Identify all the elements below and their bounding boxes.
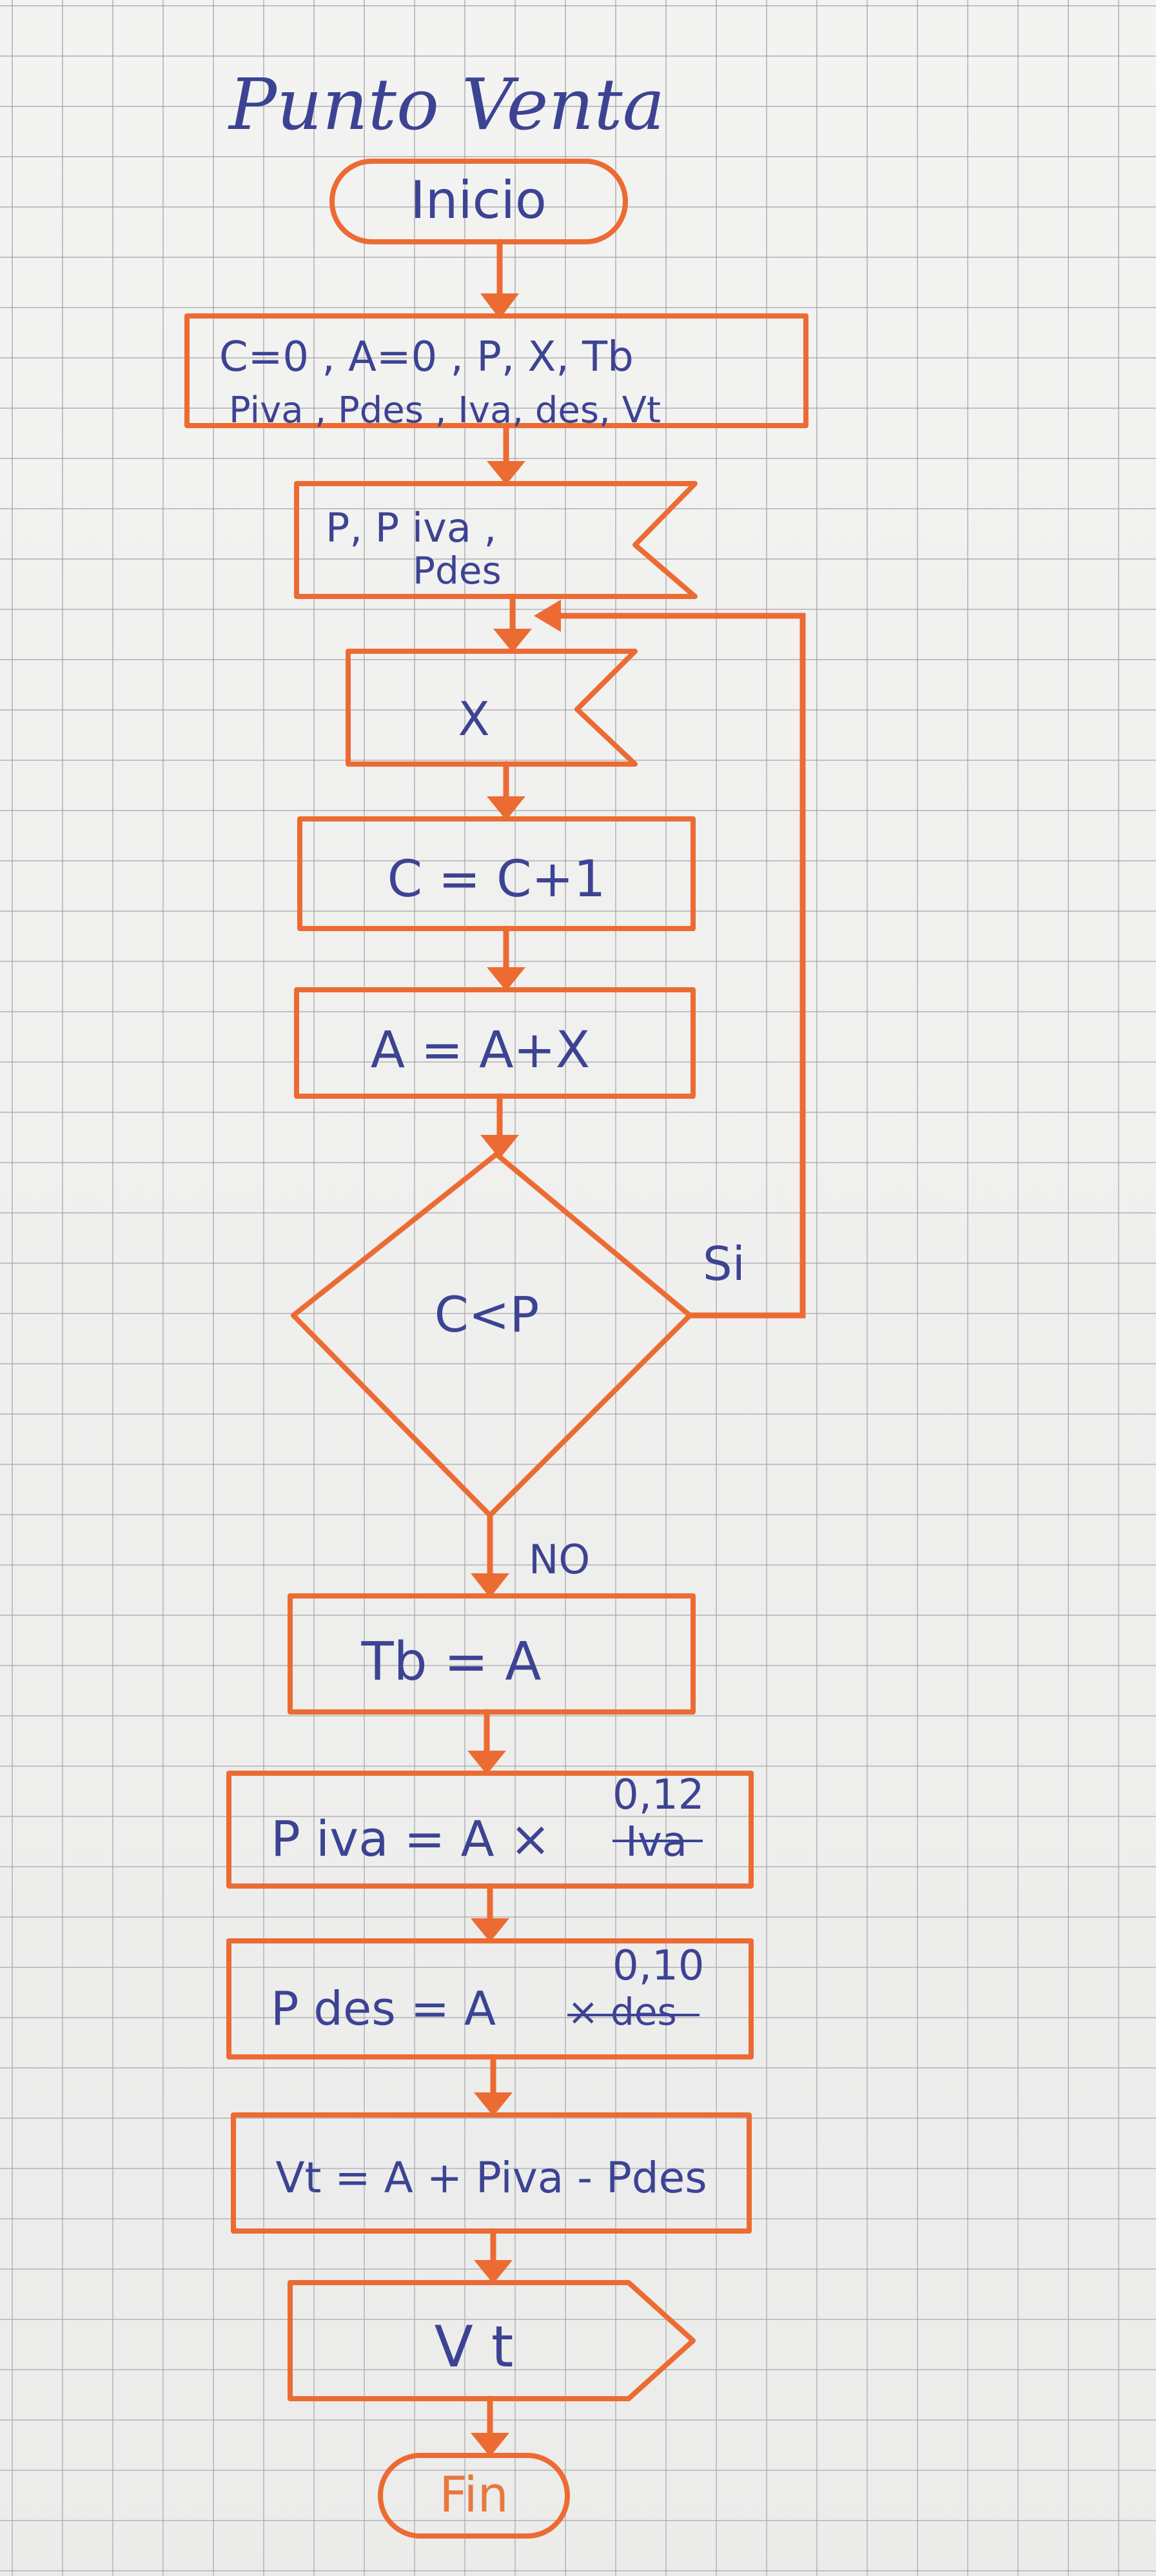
arrowhead-start-to-init bbox=[480, 293, 519, 319]
init-process[interactable] bbox=[184, 313, 808, 428]
arrowhead-init-to-input-p bbox=[487, 461, 525, 485]
tb-process[interactable] bbox=[288, 1593, 696, 1715]
init-line-2: Piva , Pdes , Iva, des, Vt bbox=[229, 389, 661, 431]
end-terminator[interactable] bbox=[378, 2453, 570, 2539]
arrowhead-output-to-end bbox=[471, 2433, 509, 2457]
init-line-1: C=0 , A=0 , P, X, Tb bbox=[219, 333, 634, 381]
input-p-line-2: Pdes bbox=[413, 549, 502, 593]
yes-label: Si bbox=[703, 1237, 745, 1291]
decision-label: C<P bbox=[435, 1286, 540, 1343]
pdes-value: 0,10 bbox=[612, 1942, 705, 1990]
arrowhead-input-x-to-counter bbox=[487, 796, 525, 820]
diagram-title: Punto Venta bbox=[228, 63, 665, 146]
arrowhead-decision-to-tb bbox=[471, 1573, 509, 1598]
piva-label: P iva = A × bbox=[271, 1810, 551, 1867]
arrowhead-input-p-to-input-x bbox=[493, 629, 532, 653]
accumulator-label: A = A+X bbox=[371, 1021, 590, 1079]
output-vt-label: V t bbox=[435, 2314, 514, 2380]
pdes-label: P des = A bbox=[271, 1981, 496, 2036]
counter-label: C = C+1 bbox=[387, 850, 606, 909]
input-p-line-1: P, P iva , bbox=[326, 504, 496, 551]
input-x-shape[interactable] bbox=[346, 649, 638, 767]
loop-back-arrowhead bbox=[534, 600, 561, 632]
input-p-shape[interactable] bbox=[294, 481, 698, 599]
arrowhead-counter-to-accumulator bbox=[487, 967, 525, 991]
loop-back-line bbox=[554, 613, 806, 1319]
arrowhead-piva-to-pdes bbox=[471, 1918, 509, 1942]
piva-value: 0,12 bbox=[612, 1771, 705, 1819]
arrowhead-accumulator-to-decision bbox=[480, 1135, 519, 1159]
vt-calc-label: Vt = A + Piva - Pdes bbox=[275, 2153, 707, 2203]
output-vt-shape[interactable] bbox=[288, 2280, 696, 2401]
no-label: NO bbox=[529, 1536, 590, 1583]
accumulator-process[interactable] bbox=[294, 987, 696, 1099]
counter-process[interactable] bbox=[297, 816, 696, 931]
arrowhead-vt-to-output bbox=[474, 2260, 513, 2284]
arrowhead-tb-to-piva bbox=[467, 1751, 506, 1775]
start-terminator[interactable] bbox=[329, 159, 628, 244]
input-x-label: X bbox=[458, 692, 489, 746]
arrowhead-pdes-to-vt bbox=[474, 2092, 513, 2116]
start-label: Inicio bbox=[410, 170, 547, 230]
tb-label: Tb = A bbox=[360, 1631, 541, 1693]
end-label: Fin bbox=[439, 2466, 508, 2523]
pdes-struck-label: × des bbox=[567, 1990, 677, 2034]
